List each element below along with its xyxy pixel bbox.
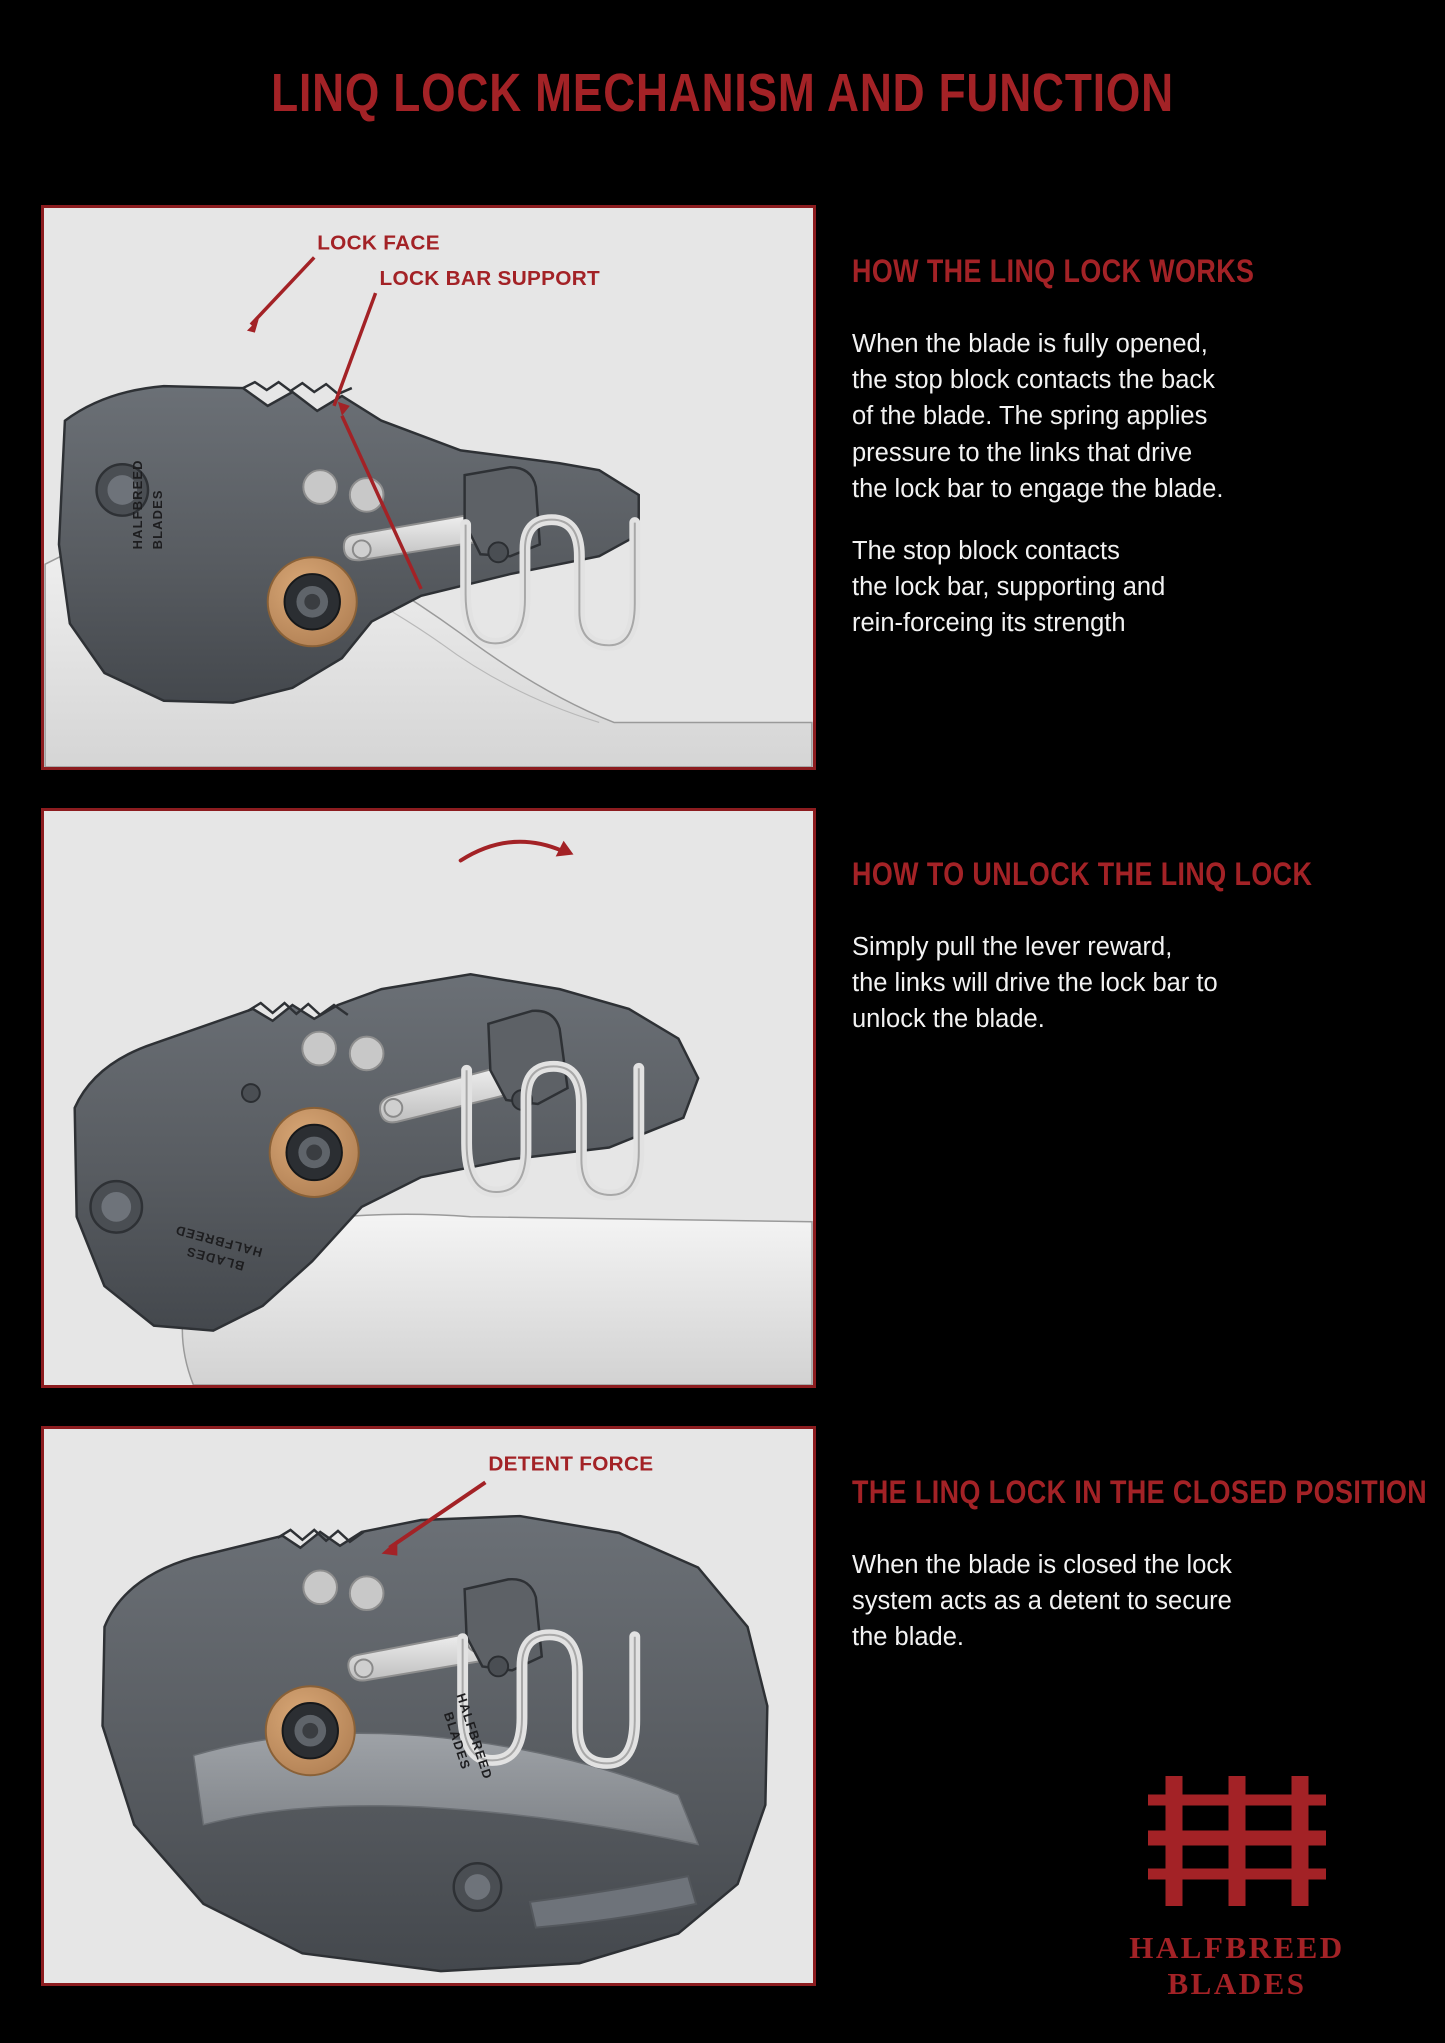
page-title: LINQ LOCK MECHANISM AND FUNCTION: [271, 63, 1174, 123]
brand-logo: HALFBREED BLADES: [1087, 1766, 1387, 2003]
stop-block-screw-2: [348, 1035, 385, 1072]
blade-slot: [528, 1875, 698, 1929]
brand-etch-line-1: HALFBREED: [130, 459, 145, 549]
annotation-lock-face-label: LOCK FACE: [317, 232, 440, 255]
stop-block-screw-1: [302, 1569, 338, 1606]
stop-block-screw-1: [302, 469, 338, 505]
text-column-how-it-works: HOW THE LINQ LOCK WORKS When the blade i…: [852, 205, 1407, 668]
section-how-to-unlock: HALFBREED BLADES HOW TO UNLOCK THE LINQ …: [0, 808, 1445, 1388]
paragraph-how-it-works-1: When the blade is fully opened, the stop…: [852, 330, 1224, 503]
body-screw: [240, 1083, 261, 1103]
paragraph-how-to-unlock-1: Simply pull the lever reward, the links …: [852, 933, 1218, 1034]
annotation-lock-bar-support-leader-lower: [340, 415, 423, 590]
stop-block-screw-1: [301, 1030, 337, 1067]
annotation-detent-force-label: DETENT FORCE: [488, 1453, 653, 1476]
paragraph-closed-position-1: When the blade is closed the lock system…: [852, 1551, 1232, 1652]
lever-arm: [463, 1577, 544, 1672]
heading-how-it-works: HOW THE LINQ LOCK WORKS: [852, 253, 1255, 289]
brand-logo-text: HALFBREED BLADES: [1129, 1929, 1345, 2002]
heading-how-to-unlock: HOW TO UNLOCK THE LINQ LOCK: [852, 856, 1313, 892]
text-column-closed-position: THE LINQ LOCK IN THE CLOSED POSITION Whe…: [852, 1426, 1428, 1682]
annotation-lock-bar-support-label: LOCK BAR SUPPORT: [380, 267, 601, 290]
text-column-how-to-unlock: HOW TO UNLOCK THE LINQ LOCK Simply pull …: [852, 808, 1407, 1064]
hb-monogram-icon: [1148, 1775, 1326, 1906]
unlocking-diagram: HALFBREED BLADES: [41, 808, 816, 1388]
unlock-rotation-arrowhead: [555, 840, 574, 857]
closed-position-diagram: HALFBREED BLADES DETENT FORCE: [41, 1426, 816, 1986]
unlock-rotation-arrow: [458, 839, 564, 863]
section-how-it-works: HALFBREED BLADES LOCK FACE LOCK BAR SUPP…: [0, 205, 1445, 770]
annotation-detent-force-arrowhead: [381, 1539, 398, 1556]
annotation-detent-force-leader: [388, 1480, 487, 1550]
sections-container: HALFBREED BLADES LOCK FACE LOCK BAR SUPP…: [0, 205, 1445, 2024]
annotation-lock-face-arrowhead: [246, 318, 259, 333]
paragraph-how-it-works-2: The stop block contacts the lock bar, su…: [852, 537, 1166, 638]
open-position-diagram: HALFBREED BLADES LOCK FACE LOCK BAR SUPP…: [41, 205, 816, 770]
annotation-lock-bar-support-arrowhead: [337, 401, 350, 416]
annotation-lock-face-leader: [249, 256, 316, 326]
annotation-lock-bar-support-leader-upper: [332, 292, 378, 407]
heading-closed-position: THE LINQ LOCK IN THE CLOSED POSITION: [852, 1474, 1428, 1510]
section-closed-position: HALFBREED BLADES DETENT FORCE THE LINQ L…: [0, 1426, 1445, 1986]
brand-etch-line-2: BLADES: [150, 489, 165, 549]
